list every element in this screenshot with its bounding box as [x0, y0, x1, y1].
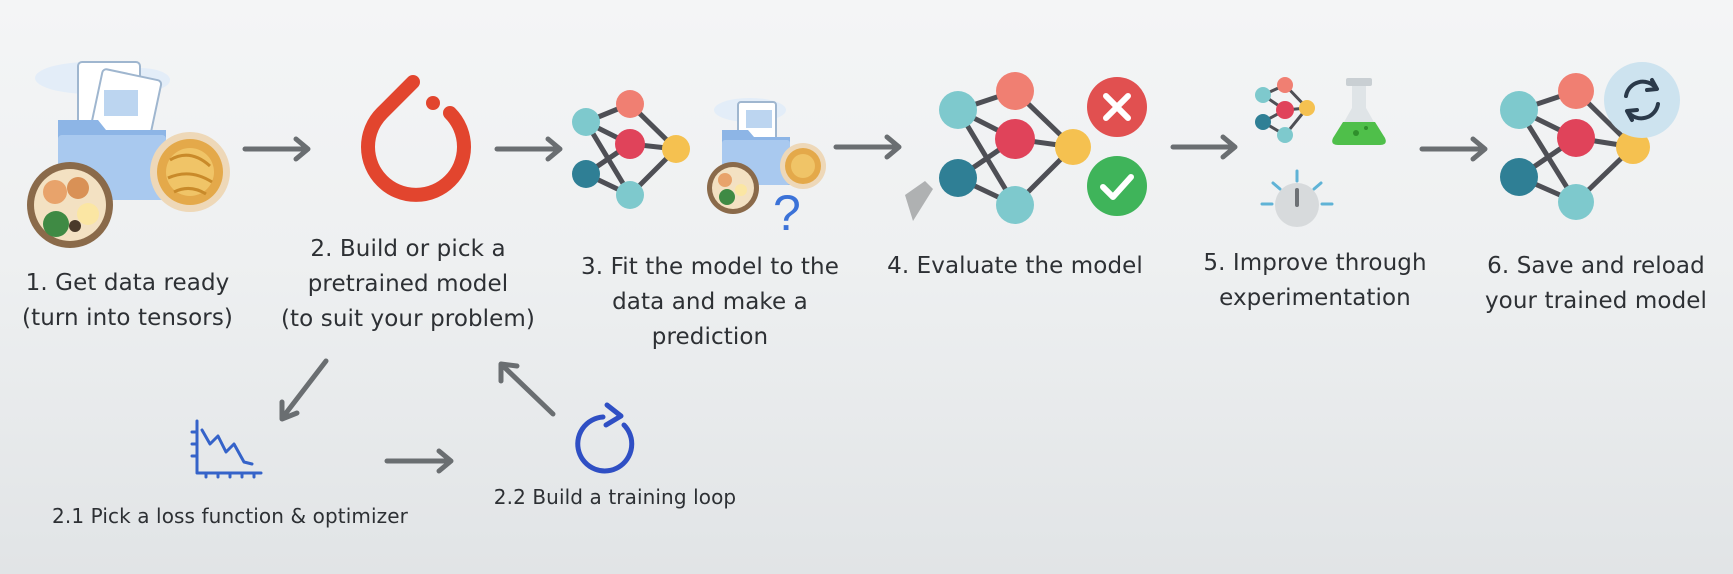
- neural-network-icon: [1255, 77, 1315, 143]
- substep-label-line: 2.2 Build a training loop: [493, 485, 737, 509]
- step-6-label: 6. Save and reload your trained model: [1465, 249, 1727, 319]
- food-bowl-icon: [150, 132, 230, 212]
- step-label-line: 1. Get data ready: [25, 270, 230, 296]
- step-2-label: 2. Build or pick a pretrained model (to …: [268, 232, 548, 337]
- food-bowl-icon: [780, 143, 826, 189]
- arrow-5-to-6: [1419, 136, 1488, 162]
- step-label-line: 6. Save and reload: [1487, 253, 1705, 279]
- check-icon: [1087, 156, 1147, 216]
- arrow-3-to-4: [833, 134, 902, 160]
- flask-icon: [1332, 78, 1386, 145]
- dial-icon: [1260, 169, 1334, 227]
- arrow-1-to-2: [242, 136, 311, 162]
- step-label-line: 5. Improve through: [1203, 250, 1427, 276]
- step-label-line: 3. Fit the model to the: [581, 254, 839, 280]
- arrow-4-to-5: [1170, 134, 1238, 160]
- step-label-line: pretrained model: [307, 271, 509, 297]
- loop-icon: [575, 402, 635, 474]
- refresh-icon: [1604, 62, 1680, 138]
- step-1-label: 1. Get data ready (turn into tensors): [5, 266, 250, 336]
- arrow-2-2-to-2: [498, 361, 556, 417]
- loss-chart-icon: [190, 419, 263, 479]
- cross-icon: [1087, 77, 1147, 137]
- step-2-2-label: 2.2 Build a training loop: [470, 483, 760, 511]
- step-label-line: your trained model: [1484, 288, 1708, 314]
- food-bowl-icon: [27, 162, 113, 248]
- cursor-blur: [905, 181, 933, 221]
- step-label-line: 2. Build or pick a: [310, 236, 506, 262]
- arrow-2-to-3: [494, 136, 563, 162]
- step-label-line: experimentation: [1219, 285, 1411, 311]
- step-5-label: 5. Improve through experimentation: [1190, 246, 1440, 316]
- neural-network-icon: [939, 72, 1091, 224]
- question-mark: ?: [773, 185, 801, 241]
- neural-network-icon: [572, 90, 690, 209]
- step-3-label: 3. Fit the model to the data and make a …: [565, 250, 855, 355]
- step-2-1-label: 2.1 Pick a loss function & optimizer: [30, 502, 430, 530]
- step-4-label: 4. Evaluate the model: [870, 249, 1160, 284]
- step-label-line: prediction: [651, 324, 769, 350]
- step-label-line: data and make a: [612, 289, 808, 315]
- arrow-2-to-2-1: [279, 358, 329, 422]
- pytorch-logo-icon: [361, 75, 471, 202]
- step-label-line: 4. Evaluate the model: [887, 253, 1143, 279]
- food-bowl-icon: [707, 162, 759, 214]
- substep-label-line: 2.1 Pick a loss function & optimizer: [52, 504, 408, 528]
- step-label-line: (to suit your problem): [280, 306, 536, 332]
- neural-network-icon: [1500, 73, 1650, 220]
- arrow-2-1-to-2-2: [384, 448, 454, 474]
- step-label-line: (turn into tensors): [22, 305, 233, 331]
